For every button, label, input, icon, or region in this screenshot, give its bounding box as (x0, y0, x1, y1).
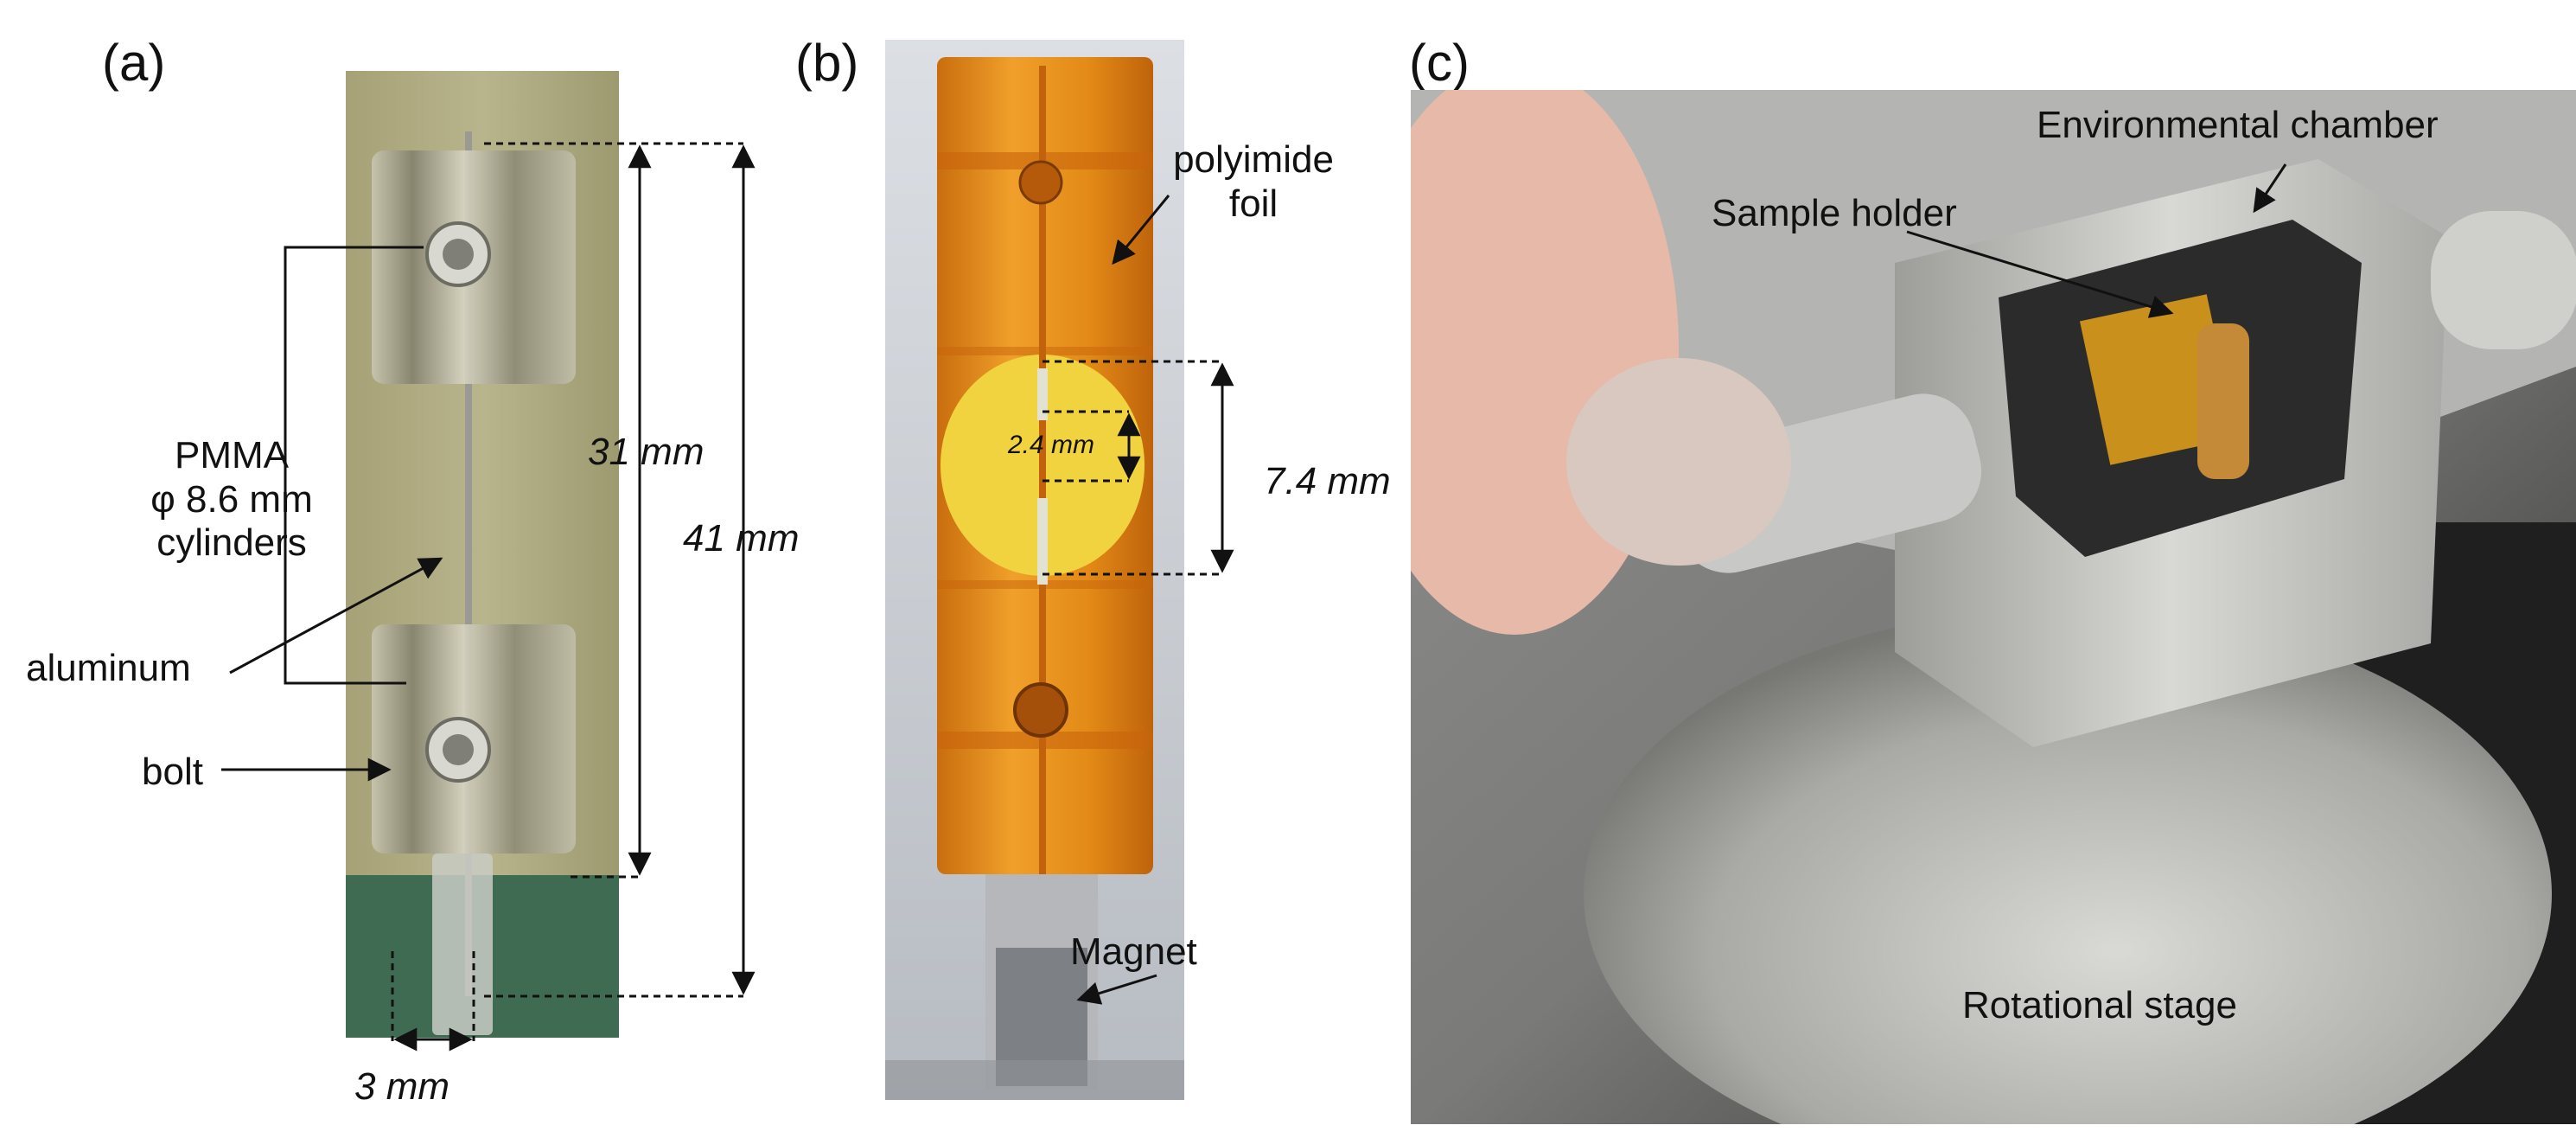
rotational-stage-label: Rotational stage (1962, 984, 2237, 1026)
dimension-7-4mm-label: 7.4 mm (1264, 460, 1391, 502)
photo-panel-b (885, 40, 1184, 1100)
polyimide-foil-line-2: foil (1228, 182, 1278, 225)
dimension-3mm-label: 3 mm (354, 1065, 450, 1108)
panel-b-label: (b) (795, 34, 859, 92)
magnet-arrow (1076, 974, 1157, 1005)
dimension-2-4mm-label: 2.4 mm (1008, 431, 1095, 459)
environmental-chamber-c-image (1411, 90, 2576, 1124)
sample-holder-label: Sample holder (1712, 192, 1957, 234)
photo-panel-c (1411, 90, 2576, 1124)
pmma-label-line-1: PMMA (175, 434, 289, 476)
polyimide-foil-label: polyimide foil (1158, 138, 1349, 226)
polyimide-arrow (1112, 195, 1170, 265)
pmma-bracket-line (284, 246, 424, 685)
aluminum-arrow (229, 557, 443, 674)
environmental-chamber-label: Environmental chamber (2037, 104, 2439, 146)
bolt-label: bolt (142, 751, 203, 793)
sample-holder-b-image (885, 40, 1184, 1100)
panel-a-label: (a) (102, 34, 166, 92)
environmental-chamber-arrow (2253, 163, 2287, 214)
pmma-label-line-3: cylinders (156, 521, 307, 565)
polyimide-foil-line-1: polyimide (1173, 138, 1334, 181)
magnet-label: Magnet (1070, 930, 1197, 973)
panel-c-label: (c) (1409, 34, 1470, 92)
sample-holder-arrow (1906, 230, 2174, 318)
aluminum-label: aluminum (26, 647, 191, 689)
